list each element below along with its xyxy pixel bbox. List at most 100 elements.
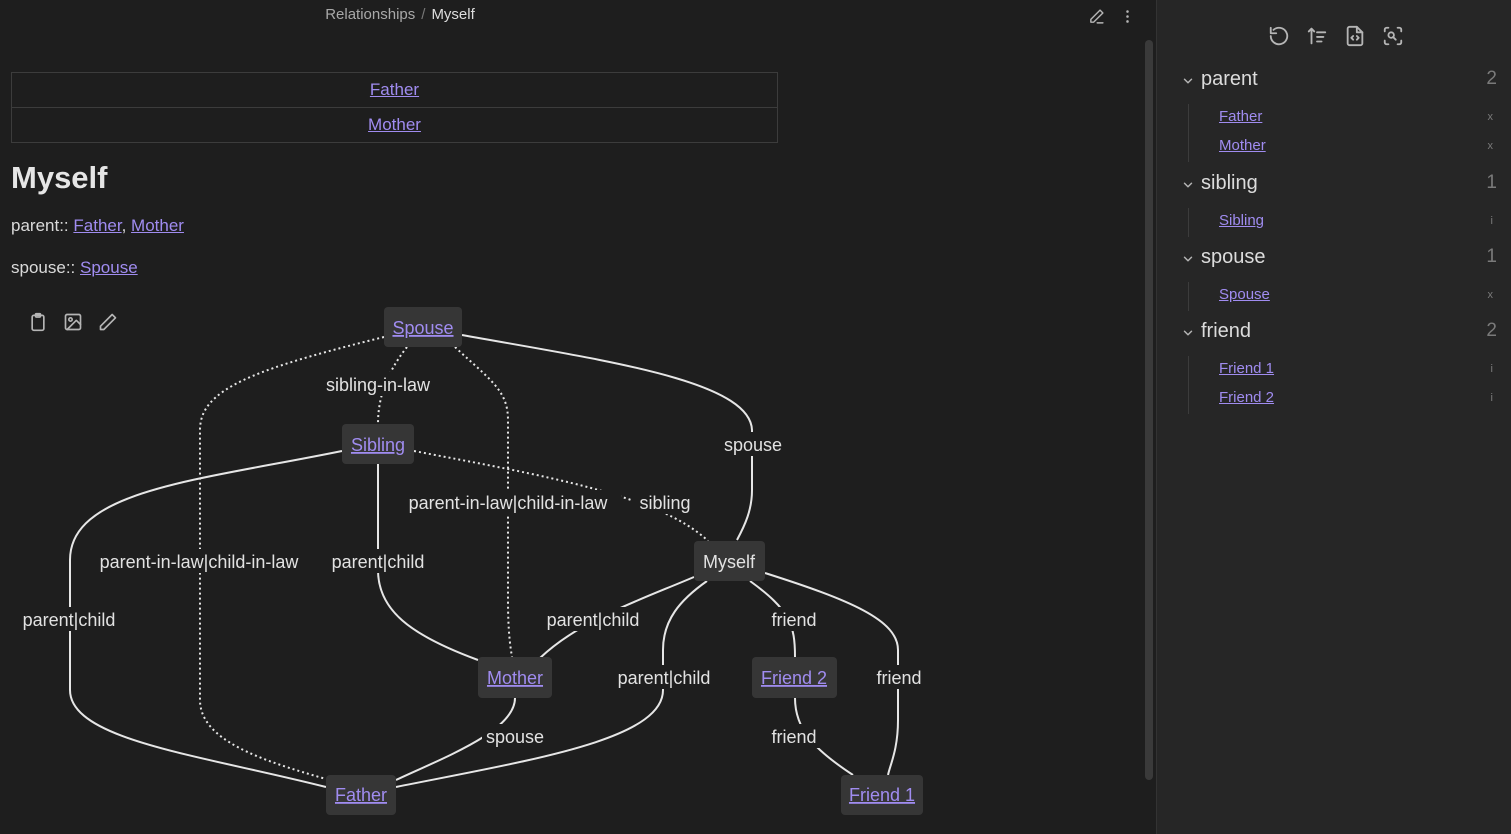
table-row: Mother xyxy=(11,107,778,143)
edge-label-myself-father: parent|child xyxy=(618,668,711,688)
group-name: sibling xyxy=(1201,172,1258,194)
table-link-mother[interactable]: Mother xyxy=(368,115,421,134)
more-vertical-icon xyxy=(1125,9,1129,23)
edit-mode-button[interactable] xyxy=(1086,6,1106,26)
list-item-link[interactable]: Friend 1 xyxy=(1219,360,1275,377)
group-count: 2 xyxy=(1486,320,1497,341)
list-item-link[interactable]: Spouse xyxy=(1219,286,1270,303)
scrollbar[interactable] xyxy=(1145,40,1153,780)
graph-node-label[interactable]: Spouse xyxy=(392,318,453,338)
edit-graph-button[interactable] xyxy=(96,310,119,333)
edge-label-spouse-myself: spouse xyxy=(724,435,782,455)
edge-label-parent-child-in-law-left: parent-in-law|child-in-law xyxy=(100,552,300,572)
list-item-link[interactable]: Friend 2 xyxy=(1219,389,1275,406)
edge-label-sibling-in-law: sibling-in-law xyxy=(326,375,431,395)
breadcrumb-current[interactable]: Myself xyxy=(431,6,475,23)
edge-myself-friend1 xyxy=(764,572,899,776)
graph-node-label[interactable]: Myself xyxy=(703,552,756,572)
edge-label: friend xyxy=(870,665,928,689)
edge-label: parent|child xyxy=(540,607,646,631)
list-item-kind: i xyxy=(1490,363,1493,375)
property-parent: parent:: Father, Mother xyxy=(11,216,184,235)
sort-button[interactable] xyxy=(1305,24,1329,48)
group-header[interactable]: friend 2 xyxy=(1177,320,1497,348)
edge-label-sibling-mother: parent|child xyxy=(332,552,425,572)
sort-icon xyxy=(1307,27,1327,45)
edge-label: parent-in-law|child-in-law xyxy=(86,549,312,573)
more-options-button[interactable] xyxy=(1117,6,1137,26)
edge-spouse-mother xyxy=(454,346,513,658)
table-row: Father xyxy=(11,72,778,108)
graph-node-label[interactable]: Sibling xyxy=(351,435,405,455)
relationship-graph[interactable]: sibling-in-law spouse parent-in-law|chil… xyxy=(0,0,1140,834)
edge-label: sibling xyxy=(633,490,697,514)
list-item: Friend 2 i xyxy=(1189,385,1497,414)
edge-label: sibling-in-law xyxy=(318,372,438,396)
group-friend: friend 2 Friend 1 i Friend 2 i xyxy=(1177,320,1497,414)
graph-node-friend1[interactable]: Friend 1 xyxy=(841,775,923,815)
main-pane: Relationships/Myself Father Mother Mysel… xyxy=(0,0,1153,834)
breadcrumb: Relationships/Myself xyxy=(0,6,800,23)
scan-button[interactable] xyxy=(1381,24,1405,48)
group-count: 2 xyxy=(1486,68,1497,89)
scan-icon xyxy=(1383,26,1403,46)
list-item-kind: i xyxy=(1490,392,1493,404)
group-spouse: spouse 1 Spouse x xyxy=(1177,246,1497,311)
graph-node-label[interactable]: Mother xyxy=(487,668,543,688)
graph-node-label[interactable]: Father xyxy=(335,785,387,805)
file-code-icon xyxy=(1346,25,1364,47)
group-items: Friend 1 i Friend 2 i xyxy=(1188,356,1497,414)
property-link-mother[interactable]: Mother xyxy=(131,216,184,235)
group-header[interactable]: spouse 1 xyxy=(1177,246,1497,274)
edge-label: parent-in-law|child-in-law xyxy=(395,490,621,514)
chevron-down-icon[interactable] xyxy=(1181,74,1195,88)
list-item-link[interactable]: Mother xyxy=(1219,137,1266,154)
right-panel-toolbar xyxy=(1267,24,1405,48)
graph-node-spouse[interactable]: Spouse xyxy=(384,307,462,347)
edge-label-mother-father: spouse xyxy=(486,727,544,747)
graph-node-friend2[interactable]: Friend 2 xyxy=(752,657,837,698)
edge-label-parent-child-in-law-center: parent-in-law|child-in-law xyxy=(409,493,609,513)
export-image-button[interactable] xyxy=(61,310,84,333)
group-header[interactable]: sibling 1 xyxy=(1177,172,1497,200)
graph-node-label[interactable]: Friend 2 xyxy=(761,668,827,688)
group-header[interactable]: parent 2 xyxy=(1177,68,1497,96)
chevron-down-icon[interactable] xyxy=(1181,178,1195,192)
table-cell: Father xyxy=(11,72,778,108)
list-item-kind: x xyxy=(1487,289,1494,301)
clipboard-icon xyxy=(30,312,45,331)
chevron-down-icon[interactable] xyxy=(1181,252,1195,266)
graph-node-label[interactable]: Friend 1 xyxy=(849,785,915,805)
parents-table: Father Mother xyxy=(11,72,778,143)
property-key-parent: parent:: xyxy=(11,216,69,235)
refresh-button[interactable] xyxy=(1267,24,1291,48)
page-title: Myself xyxy=(11,160,108,195)
file-code-button[interactable] xyxy=(1343,24,1367,48)
list-item-link[interactable]: Sibling xyxy=(1219,212,1265,229)
graph-node-mother[interactable]: Mother xyxy=(478,657,552,698)
graph-node-sibling[interactable]: Sibling xyxy=(342,424,414,464)
edge-sibling-mother xyxy=(377,464,479,661)
edge-label: parent|child xyxy=(611,665,717,689)
edge-label: spouse xyxy=(720,432,786,456)
chevron-down-icon[interactable] xyxy=(1181,326,1195,340)
property-link-father[interactable]: Father xyxy=(73,216,122,235)
copy-graph-button[interactable] xyxy=(26,310,49,333)
edge-myself-father xyxy=(395,580,708,788)
property-link-spouse[interactable]: Spouse xyxy=(80,258,138,277)
graph-node-myself[interactable]: Myself xyxy=(694,541,765,581)
list-item-link[interactable]: Father xyxy=(1219,108,1263,125)
breadcrumb-parent[interactable]: Relationships xyxy=(325,6,416,23)
edge-mother-father xyxy=(395,697,516,781)
group-count: 1 xyxy=(1486,246,1497,267)
edge-label-friend2-friend1: friend xyxy=(771,727,816,747)
edge-label-sibling: sibling xyxy=(639,493,690,513)
pencil-icon xyxy=(99,313,116,330)
table-link-father[interactable]: Father xyxy=(369,80,420,99)
list-item: Friend 1 i xyxy=(1189,356,1497,385)
graph-node-father[interactable]: Father xyxy=(326,775,396,815)
